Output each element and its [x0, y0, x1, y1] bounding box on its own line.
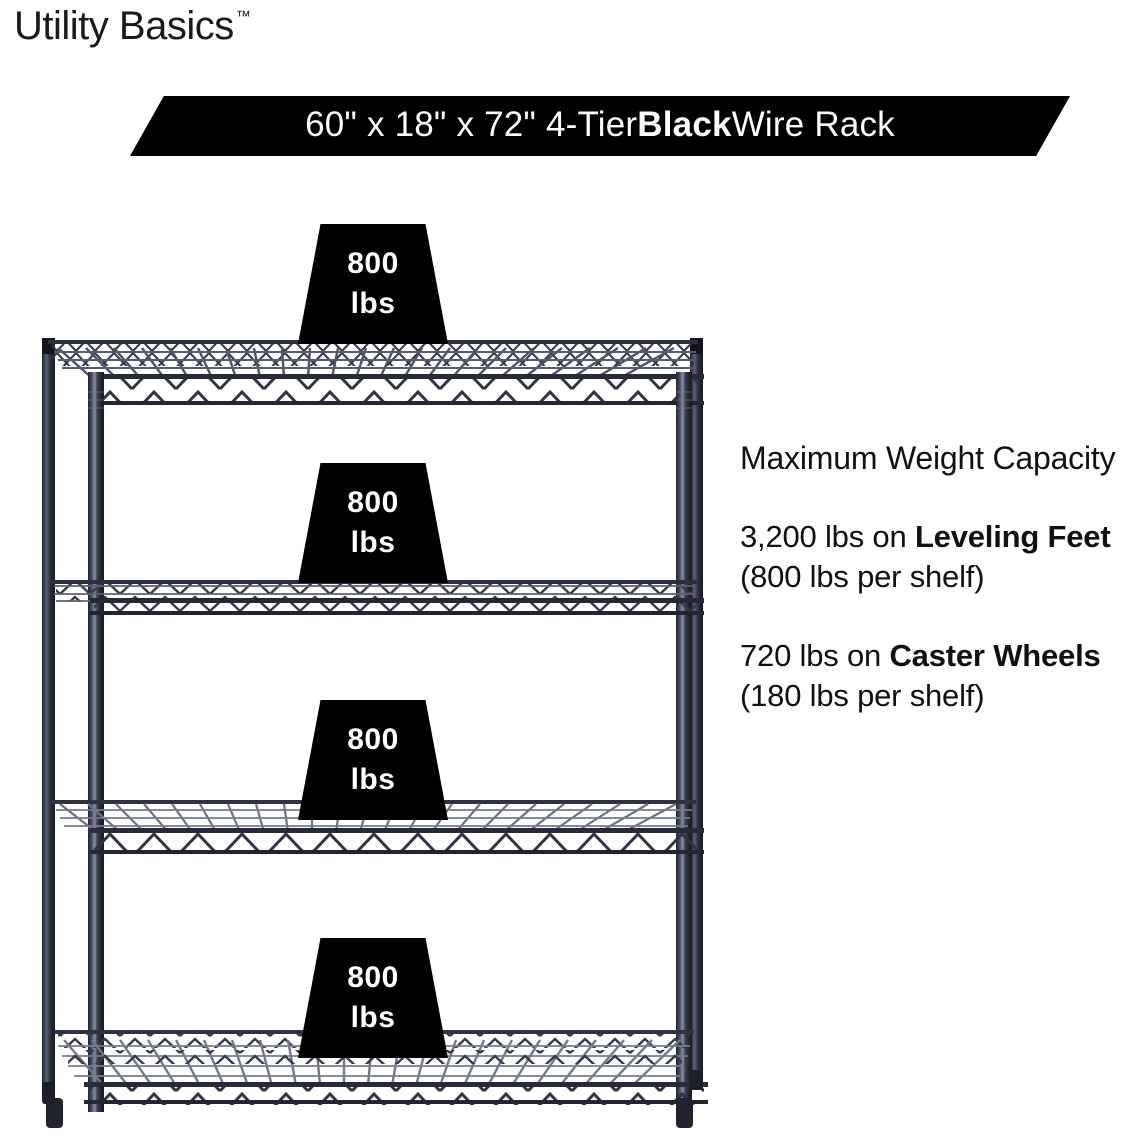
badge-labels: 800 lbs: [298, 463, 448, 583]
leveling-foot-front-right: [676, 1098, 693, 1128]
capacity-info-panel: Maximum Weight Capacity 3,200 lbs on Lev…: [740, 438, 1125, 716]
caster-wheels-lead: 720 lbs on: [740, 637, 890, 673]
trademark-symbol: ™: [235, 8, 251, 25]
weight-capacity-badge: 800 lbs: [298, 700, 448, 820]
leveling-foot-rear-left: [42, 1082, 55, 1104]
badge-unit: lbs: [350, 287, 396, 320]
badge-trapezoid-shape: [298, 700, 448, 820]
leveling-foot-front-left: [46, 1098, 63, 1128]
weight-capacity-badge: 800 lbs: [298, 463, 448, 583]
badge-value: 800: [347, 485, 399, 519]
badge-value: 800: [347, 246, 399, 280]
weight-capacity-badge: 800 lbs: [298, 224, 448, 344]
capacity-leveling-feet-text: 3,200 lbs on Leveling Feet (800 lbs per …: [740, 517, 1125, 598]
caster-wheels-emphasis: Caster Wheels: [889, 637, 1101, 673]
capacity-caster-wheels-text: 720 lbs on Caster Wheels (180 lbs per sh…: [740, 636, 1125, 717]
caster-wheels-tail: (180 lbs per shelf): [740, 677, 985, 713]
weight-capacity-badge: 800 lbs: [298, 938, 448, 1058]
leveling-feet-emphasis: Leveling Feet: [914, 518, 1111, 554]
shelf-tier-1: [48, 340, 704, 405]
shelf-tier-2: [50, 580, 704, 615]
leveling-feet-tail: (800 lbs per shelf): [740, 559, 985, 595]
front-right-post: [676, 372, 692, 1112]
badge-labels: 800 lbs: [298, 224, 448, 344]
banner-title-suffix: Wire Rack: [731, 105, 895, 144]
badge-labels: 800 lbs: [298, 700, 448, 820]
badge-trapezoid-shape: [298, 463, 448, 583]
wire-shelving-rack-illustration: [42, 338, 708, 1128]
banner-title-prefix: 60" x 18" x 72" 4-Tier: [305, 105, 638, 144]
shelf-tier-3: [52, 800, 704, 854]
leveling-feet-lead: 3,200 lbs on: [740, 518, 915, 554]
badge-trapezoid-shape: [298, 938, 448, 1058]
capacity-heading: Maximum Weight Capacity: [740, 440, 1116, 476]
banner-title-text: 60" x 18" x 72" 4-Tier Black Wire Rack: [130, 96, 1070, 156]
badge-unit: lbs: [350, 526, 396, 559]
badge-value: 800: [347, 960, 399, 994]
banner-title-emphasis: Black: [637, 105, 732, 144]
brand-name: Utility Basics: [14, 4, 234, 48]
front-left-post: [88, 372, 104, 1112]
badge-trapezoid-shape: [298, 224, 448, 344]
rear-left-post: [42, 338, 55, 1098]
leveling-foot-rear-right: [690, 1070, 703, 1090]
badge-unit: lbs: [350, 763, 396, 796]
badge-unit: lbs: [350, 1001, 396, 1034]
badge-value: 800: [347, 722, 399, 756]
badge-labels: 800 lbs: [298, 938, 448, 1058]
banner-parallelogram-shape: [130, 96, 1070, 156]
product-title-banner: 60" x 18" x 72" 4-Tier Black Wire Rack: [130, 96, 1070, 156]
